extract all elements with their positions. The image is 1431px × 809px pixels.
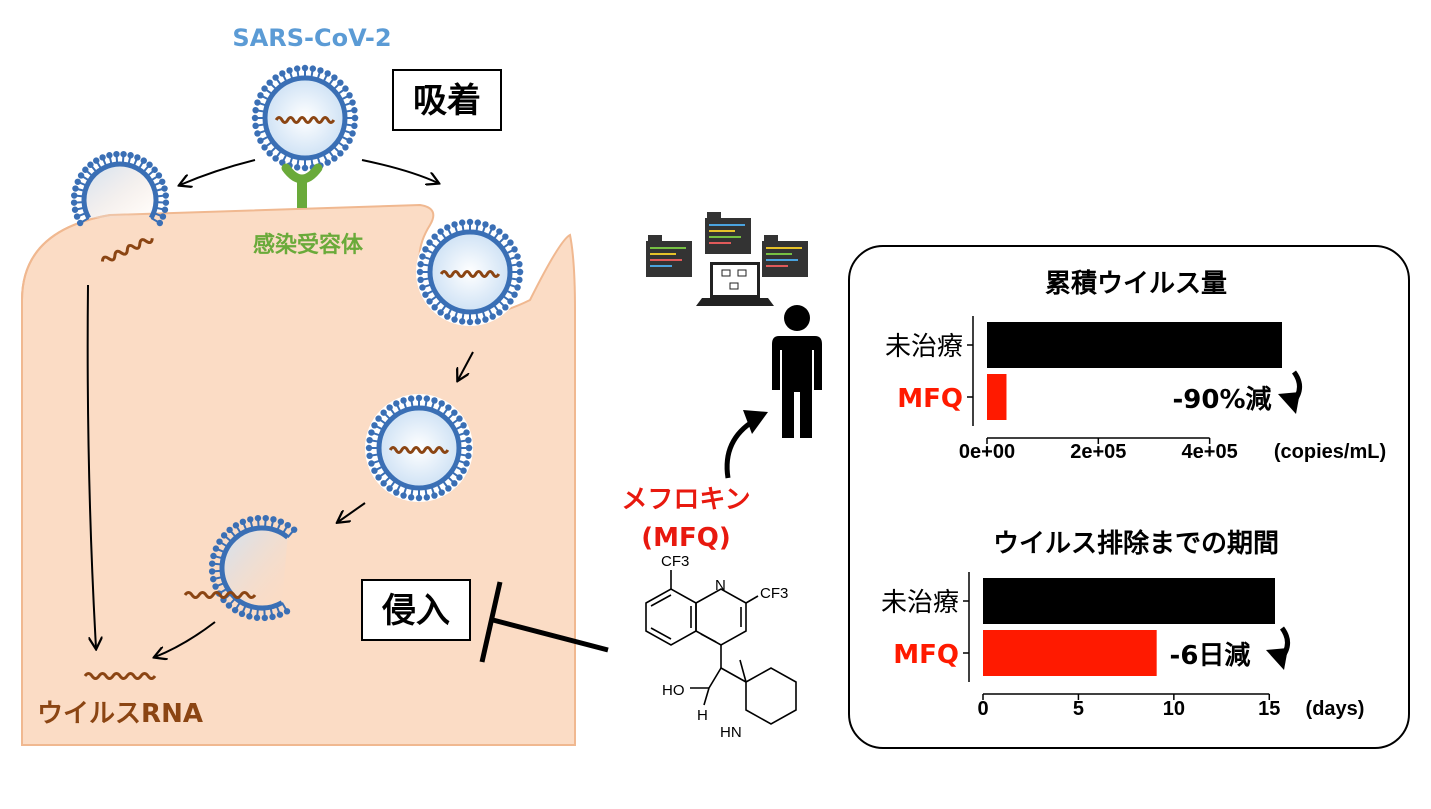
virus-attaching bbox=[251, 64, 359, 172]
drug-name-jp: メフロキン bbox=[621, 485, 750, 515]
x-tick-label: 15 bbox=[1258, 698, 1280, 720]
rna-strand-free-2 bbox=[183, 591, 257, 599]
ho-label: HO bbox=[662, 682, 685, 699]
bar-untreated bbox=[983, 578, 1275, 624]
category-label: MFQ bbox=[897, 384, 963, 414]
bar-mfq bbox=[983, 630, 1157, 676]
bar-untreated bbox=[987, 322, 1282, 368]
inhibition-symbol bbox=[479, 581, 609, 663]
hn-label: HN bbox=[720, 724, 742, 741]
x-tick-label: 0 bbox=[977, 698, 988, 720]
entry-label: 侵入 bbox=[381, 591, 450, 631]
entry-box bbox=[361, 579, 471, 641]
chart-title: ウイルス排除までの期間 bbox=[993, 528, 1279, 559]
person-icon bbox=[772, 305, 822, 438]
pathway-arrows bbox=[86, 159, 474, 657]
mefloquine-structure bbox=[645, 570, 797, 725]
category-label: 未治療 bbox=[881, 588, 959, 618]
receptor-label: 感染受容体 bbox=[253, 232, 364, 258]
n-label: N bbox=[715, 577, 726, 594]
rna-strand-free-1 bbox=[100, 237, 154, 262]
x-tick-label: 5 bbox=[1073, 698, 1084, 720]
category-label: MFQ bbox=[893, 640, 959, 670]
drug-name-abbr: (MFQ) bbox=[641, 523, 731, 553]
cf3-top-label: CF3 bbox=[661, 553, 689, 570]
virus-name: SARS-CoV-2 bbox=[232, 24, 391, 52]
h-label: H bbox=[697, 707, 708, 724]
reduction-annotation: -90%減 bbox=[1172, 385, 1271, 415]
chart-title: 累積ウイルス量 bbox=[1045, 269, 1227, 299]
virus-endocytosis bbox=[416, 218, 524, 326]
reduction-annotation: -6日減 bbox=[1170, 641, 1251, 671]
rna-strand-free-3 bbox=[83, 672, 157, 680]
x-tick-label: 4e+05 bbox=[1182, 441, 1238, 463]
rna-label: ウイルスRNA bbox=[37, 699, 203, 729]
x-unit-label: (copies/mL) bbox=[1274, 441, 1386, 463]
bar-mfq bbox=[987, 374, 1007, 420]
x-unit-label: (days) bbox=[1306, 698, 1365, 720]
cf3-right-label: CF3 bbox=[760, 585, 788, 602]
category-label: 未治療 bbox=[885, 332, 963, 362]
x-tick-label: 2e+05 bbox=[1070, 441, 1126, 463]
virus-fusing bbox=[70, 150, 170, 227]
x-tick-label: 10 bbox=[1163, 698, 1185, 720]
x-tick-label: 0e+00 bbox=[959, 441, 1015, 463]
mefloquine-labels: CF3 CF3 N HO H HN bbox=[661, 553, 788, 741]
receptor-icon bbox=[281, 163, 323, 208]
computer-network-icon bbox=[646, 212, 808, 306]
virus-endosome bbox=[365, 394, 473, 502]
attachment-box bbox=[392, 69, 502, 131]
attachment-label: 吸着 bbox=[413, 81, 481, 121]
